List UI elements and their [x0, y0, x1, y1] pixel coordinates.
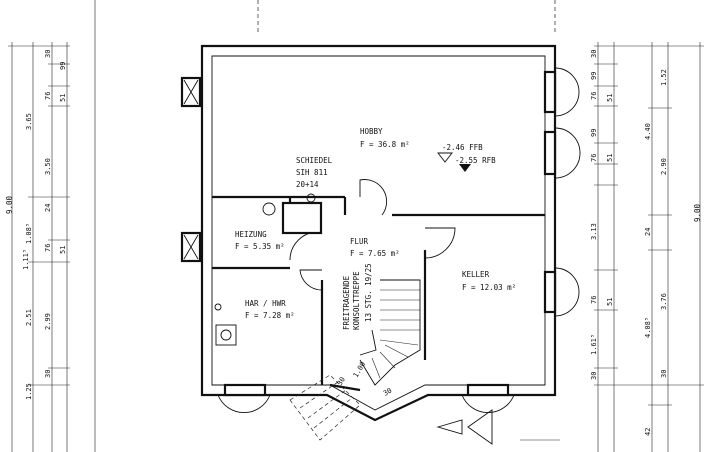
dim-left-chain2-5: 24 — [44, 204, 52, 212]
dim-right-a-0: 30 — [590, 50, 598, 58]
level-marker-icon — [437, 152, 471, 172]
dim-left-chain2-7: 51 — [59, 246, 67, 254]
window-left-mid — [180, 231, 202, 263]
dim-right-b-0: 1.52 — [660, 69, 668, 86]
room-area-flur: F = 7.65 m² — [350, 249, 400, 258]
dim-left-side: 1.11⁵ — [22, 249, 30, 270]
window-bottom-left — [217, 383, 271, 414]
dim-right-a-2: 76 — [590, 92, 598, 100]
stair-tread-a: 30 — [336, 376, 347, 387]
window-right-mid — [543, 127, 581, 179]
dim-right-a-1: 99 — [590, 72, 598, 80]
window-right-top — [543, 67, 580, 117]
dim-right-b-5: 4.08⁵ — [644, 317, 652, 338]
dim-left-chain2-3: 51 — [59, 94, 67, 102]
dim-right-a-4: 99 — [590, 129, 598, 137]
dim-left-chain2-1: 99 — [59, 62, 67, 70]
room-area-heizung: F = 5.35 m² — [235, 242, 285, 251]
dim-right-b-7: 42 — [644, 428, 652, 436]
stair-label-1: FREITRAGENDE — [342, 275, 351, 330]
dim-left-chain1-0: 3.65 — [25, 113, 33, 130]
room-name-har: HAR / HWR — [245, 299, 286, 308]
stair-label-2: KONSOLTTREPPE — [352, 271, 361, 330]
dim-right-a-3: 51 — [606, 94, 614, 102]
dim-right-b-1: 4.40 — [644, 123, 652, 140]
washing-machine-icon — [215, 324, 237, 346]
window-bottom-right — [461, 383, 515, 414]
dim-left-total: 9.00 — [5, 195, 14, 214]
entrance-steps — [289, 374, 361, 441]
dim-right-a-8: 76 — [590, 296, 598, 304]
chimney — [262, 193, 323, 235]
dimension-chain-right — [594, 42, 704, 452]
dim-left-chain1-1: 1.08⁵ — [25, 223, 33, 244]
north-arrow-icon — [436, 409, 493, 445]
dim-left-chain2-9: 30 — [44, 370, 52, 378]
chimney-label-1: SCHIEDEL — [296, 156, 333, 165]
level-rfb: -2.55 RFB — [455, 156, 496, 165]
sink-icon — [214, 303, 222, 311]
door-keller[interactable] — [424, 227, 456, 259]
room-name-heizung: HEIZUNG — [235, 230, 267, 239]
dim-right-a-11: 30 — [590, 372, 598, 380]
room-area-har: F = 7.28 m² — [245, 311, 295, 320]
dim-left-chain2-8: 2.99 — [44, 313, 52, 330]
stair-tread-b: 30 — [382, 387, 393, 398]
dimension-chain-left — [8, 42, 70, 452]
dim-right-a-9: 51 — [606, 298, 614, 306]
dim-right-b-6: 30 — [660, 370, 668, 378]
dim-left-chain2-6: 76 — [44, 244, 52, 252]
dim-right-a-10: 1.61⁵ — [590, 334, 598, 355]
room-name-keller: KELLER — [462, 270, 490, 279]
window-left-top — [180, 76, 202, 108]
stair-label-3: 13 STG. 19/25 — [364, 263, 373, 322]
room-name-hobby: HOBBY — [360, 127, 383, 136]
window-right-low — [543, 267, 580, 317]
chimney-label-3: 20+14 — [296, 180, 319, 189]
staircase — [359, 279, 421, 386]
door-hobby[interactable] — [359, 179, 388, 216]
dim-right-b-4: 3.76 — [660, 293, 668, 310]
dim-right-total: 9.00 — [693, 203, 702, 222]
dim-left-chain1-2: 2.51 — [25, 309, 33, 326]
room-area-keller: F = 12.03 m² — [462, 283, 516, 292]
dim-right-a-5: 76 — [590, 154, 598, 162]
dim-left-chain2-2: 76 — [44, 92, 52, 100]
level-ffb: -2.46 FFB — [442, 143, 483, 152]
dim-right-a-7: 3.13 — [590, 223, 598, 240]
dim-left-chain2-4: 3.50 — [44, 158, 52, 175]
dim-left-chain2-0: 30 — [44, 50, 52, 58]
dim-right-b-3: 24 — [644, 228, 652, 236]
dim-left-chain1-3: 1.25 — [25, 383, 33, 400]
chimney-label-2: SIH 811 — [296, 168, 328, 177]
wall-stair-left — [329, 383, 361, 392]
door-har[interactable] — [299, 269, 323, 291]
dim-right-a-6: 51 — [606, 154, 614, 162]
room-name-flur: FLUR — [350, 237, 369, 246]
dim-right-b-2: 2.90 — [660, 158, 668, 175]
room-area-hobby: F = 36.8 m² — [360, 140, 410, 149]
